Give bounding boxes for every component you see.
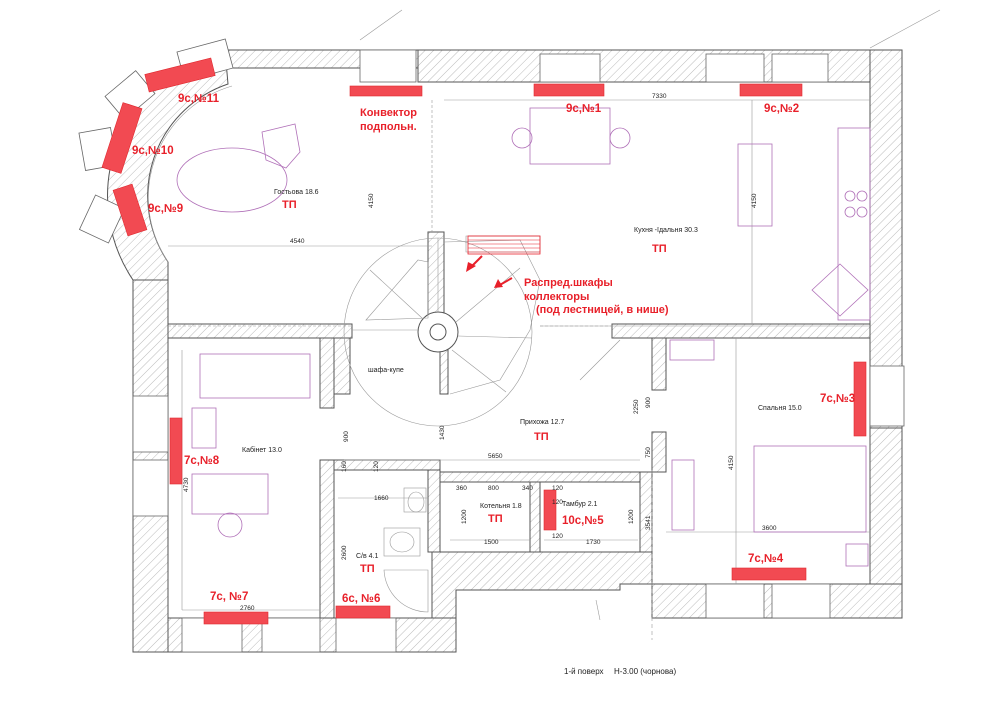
construction-lines	[168, 9, 941, 640]
convector-note-line1: Конвектор	[360, 107, 417, 119]
manifold-note-line1: Распред.шкафы	[524, 277, 613, 289]
radiator-label-8: 7с,№8	[184, 455, 220, 467]
dim-2250: 2250	[633, 399, 640, 414]
radiator-9c-11	[144, 57, 216, 93]
dim-1730: 1730	[586, 539, 601, 546]
arrows	[466, 255, 513, 288]
radiator-label-3: 7с,№3	[820, 393, 855, 405]
dim-360: 360	[456, 485, 467, 492]
dim-120-a: 120	[373, 461, 380, 472]
dim-1200-boiler: 1200	[461, 509, 468, 524]
radiator-label-4: 7с,№4	[748, 553, 784, 565]
dim-1430: 1430	[439, 425, 446, 440]
room-bath-tp: ТП	[360, 563, 375, 575]
radiator-label-7: 7с, №7	[210, 591, 248, 603]
room-boiler-tp: ТП	[488, 513, 503, 525]
manifold-note-line3: (под лестницей, в нише)	[536, 304, 669, 316]
room-kitchen-label: Кухня -їдальня 30.3	[634, 227, 698, 234]
radiator-7c-8	[169, 417, 183, 485]
dim-5650: 5650	[488, 453, 503, 460]
radiator-9c-1	[533, 83, 605, 97]
dim-4150-guest: 4150	[368, 193, 375, 208]
radiator-7c-7	[203, 611, 269, 625]
dim-4540: 4540	[290, 238, 305, 245]
manifold-note-line2: коллекторы	[524, 291, 589, 303]
radiator-9c-9	[112, 183, 148, 237]
spiral-stair	[343, 237, 541, 427]
dim-160: 160	[341, 461, 348, 472]
room-hall-tp: ТП	[534, 431, 549, 443]
dim-2760: 2760	[240, 605, 255, 612]
dim-4150-bedroom: 4150	[728, 455, 735, 470]
room-study-label: Кабінет 13.0	[242, 446, 282, 454]
radiator-6c-6	[335, 605, 391, 619]
height-caption: Н-3.00 (чорнова)	[614, 667, 676, 676]
room-kitchen-tp: ТП	[652, 243, 667, 255]
radiators	[101, 57, 867, 625]
dim-3541: 3541	[645, 515, 652, 530]
radiator-label-5: 10с,№5	[562, 515, 604, 527]
dim-900-bedroom: 900	[645, 397, 652, 408]
radiator-label-10: 9с,№10	[132, 145, 174, 157]
room-wardrobe-label: шафа-купе	[368, 367, 404, 374]
room-bedroom-label: Спальня 15.0	[758, 405, 802, 412]
dim-120-d: 120	[552, 499, 563, 506]
radiator-10c-5	[543, 489, 557, 531]
dim-340: 340	[522, 485, 533, 492]
radiator-7c-4	[731, 567, 807, 581]
floor-caption: 1-й поверх	[564, 667, 604, 676]
dimensions: 7330 4540 4150 4150 4150 5650 1430 900 9…	[183, 93, 777, 612]
dim-120-b: 120	[552, 485, 563, 492]
radiator-label-11: 9с,№11	[178, 93, 220, 105]
room-guest-tp: ТП	[282, 199, 297, 211]
dim-4730: 4730	[183, 477, 190, 492]
room-bath-label: С/в 4.1	[356, 553, 379, 560]
dim-2600: 2600	[341, 545, 348, 560]
radiator-label-2: 9с,№2	[764, 103, 799, 115]
room-boiler-label: Котельня 1.8	[480, 503, 522, 510]
room-guest-label: Гостьова 18.6	[274, 189, 319, 196]
furniture	[176, 107, 871, 613]
convector-note-line2: подпольн.	[360, 121, 417, 133]
dim-1500: 1500	[484, 539, 499, 546]
radiator-label-9: 9с,№9	[148, 203, 183, 215]
room-hall-label: Прихожа 12.7	[520, 419, 564, 426]
radiator-label-1: 9с,№1	[566, 103, 602, 115]
convector	[349, 85, 423, 97]
dim-7330: 7330	[652, 93, 667, 100]
dim-1660: 1660	[374, 495, 389, 502]
dim-750: 750	[645, 447, 652, 458]
radiator-7c-3	[853, 361, 867, 437]
dim-4150-kitchen: 4150	[751, 193, 758, 208]
dim-900-study: 900	[343, 431, 350, 442]
radiator-9c-10	[101, 102, 143, 174]
room-vestibule-label: Тамбур 2.1	[562, 500, 598, 508]
radiator-9c-2	[739, 83, 803, 97]
radiator-label-6: 6с, №6	[342, 593, 380, 605]
dim-3600: 3600	[762, 525, 777, 532]
dim-800: 800	[488, 485, 499, 492]
dim-120-c: 120	[552, 533, 563, 540]
interior-walls	[167, 231, 871, 619]
dim-1200-vestibule: 1200	[628, 509, 635, 524]
